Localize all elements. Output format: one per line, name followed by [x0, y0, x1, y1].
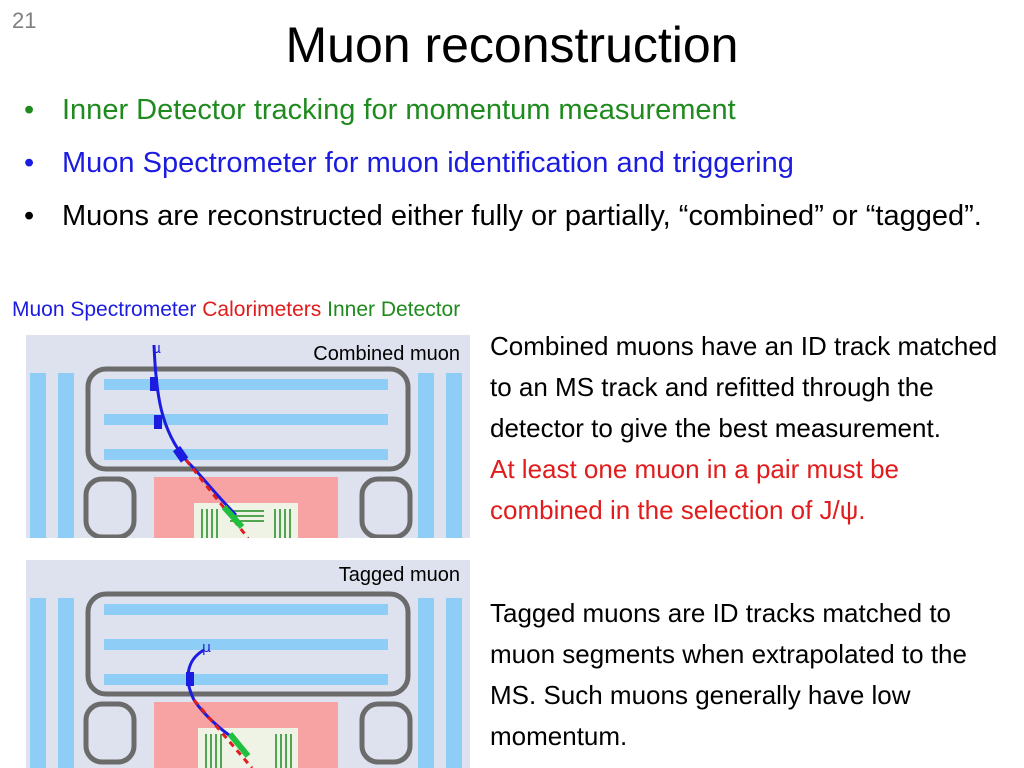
- tagged-muon-label: Tagged muon: [338, 564, 460, 586]
- bullet-muon-spectrometer: • Muon Spectrometer for muon identificat…: [22, 145, 1012, 182]
- ms-barrel-layer-2: [104, 414, 388, 425]
- legend-muon-spectrometer: Muon Spectrometer: [12, 298, 197, 321]
- ms-hit-2: [154, 415, 162, 429]
- ms-barrel-layer-2: [104, 639, 388, 650]
- jpsi-requirement: At least one muon in a pair must be comb…: [490, 454, 900, 525]
- page-title: Muon reconstruction: [285, 17, 739, 73]
- combined-muon-text: Combined muons have an ID track matched …: [490, 331, 998, 443]
- ms-barrel-layer-3: [104, 449, 388, 460]
- legend-calorimeters: Calorimeters: [202, 298, 322, 321]
- bullet-dot-icon: •: [24, 147, 35, 179]
- ms-chamber-left-inner: [58, 373, 74, 538]
- toroid-outline: [85, 366, 411, 472]
- ms-chamber-left-outer: [30, 373, 46, 538]
- tagged-muon-text: Tagged muons are ID tracks matched to mu…: [490, 598, 967, 751]
- endcap-coil-right: [359, 476, 413, 538]
- ms-chamber-left-inner: [58, 598, 74, 768]
- endcap-coil-right: [359, 701, 413, 765]
- inner-detector-layers: [201, 509, 291, 538]
- bullet-list: • Inner Detector tracking for momentum m…: [22, 92, 1012, 251]
- combined-muon-label: Combined muon: [313, 343, 460, 365]
- bullet-dot-icon: •: [24, 94, 35, 126]
- tagged-detector-drawing: μ: [26, 560, 470, 768]
- toroid-outline: [85, 591, 411, 697]
- tagged-muon-description: Tagged muons are ID tracks matched to mu…: [490, 593, 1010, 757]
- id-track-segment: [227, 732, 251, 758]
- id-track-segment: [221, 504, 245, 530]
- bullet-text: Inner Detector tracking for momentum mea…: [62, 94, 736, 126]
- tagged-muon-diagram: μ Tagged muon: [26, 560, 470, 768]
- bullet-text: Muon Spectrometer for muon identificatio…: [62, 147, 794, 179]
- muon-symbol: μ: [152, 341, 161, 357]
- endcap-coil-left: [83, 701, 137, 765]
- ms-chamber-right-outer: [446, 598, 462, 768]
- ms-hit-3: [172, 445, 189, 463]
- ms-chamber-right-inner: [418, 373, 434, 538]
- bullet-reconstruction: • Muons are reconstructed either fully o…: [22, 198, 1012, 235]
- ms-hit-1: [150, 377, 158, 391]
- combined-muon-diagram: μ Combined muon: [26, 335, 470, 538]
- extrapolated-track: [192, 699, 254, 768]
- combined-detector-drawing: μ: [26, 335, 470, 538]
- ms-chamber-left-outer: [30, 598, 46, 768]
- ms-barrel-layer-3: [104, 674, 388, 685]
- muon-symbol: μ: [202, 640, 211, 656]
- ms-barrel-layer-1: [104, 604, 388, 615]
- bullet-text: Muons are reconstructed either fully or …: [62, 200, 982, 232]
- detector-legend: Muon Spectrometer Calorimeters Inner Det…: [12, 297, 460, 323]
- extrapolated-track: [184, 459, 250, 538]
- bullet-inner-detector: • Inner Detector tracking for momentum m…: [22, 92, 1012, 129]
- endcap-coil-left: [83, 476, 137, 538]
- ms-barrel-layer-1: [104, 379, 388, 390]
- inner-detector-layers: [205, 734, 292, 768]
- combined-muon-description: Combined muons have an ID track matched …: [490, 326, 1010, 531]
- slide-number: 21: [12, 8, 37, 33]
- ms-chamber-right-inner: [418, 598, 434, 768]
- ms-segment-hit: [186, 672, 194, 686]
- ms-chamber-right-outer: [446, 373, 462, 538]
- legend-inner-detector: Inner Detector: [327, 298, 461, 321]
- bullet-dot-icon: •: [24, 200, 35, 232]
